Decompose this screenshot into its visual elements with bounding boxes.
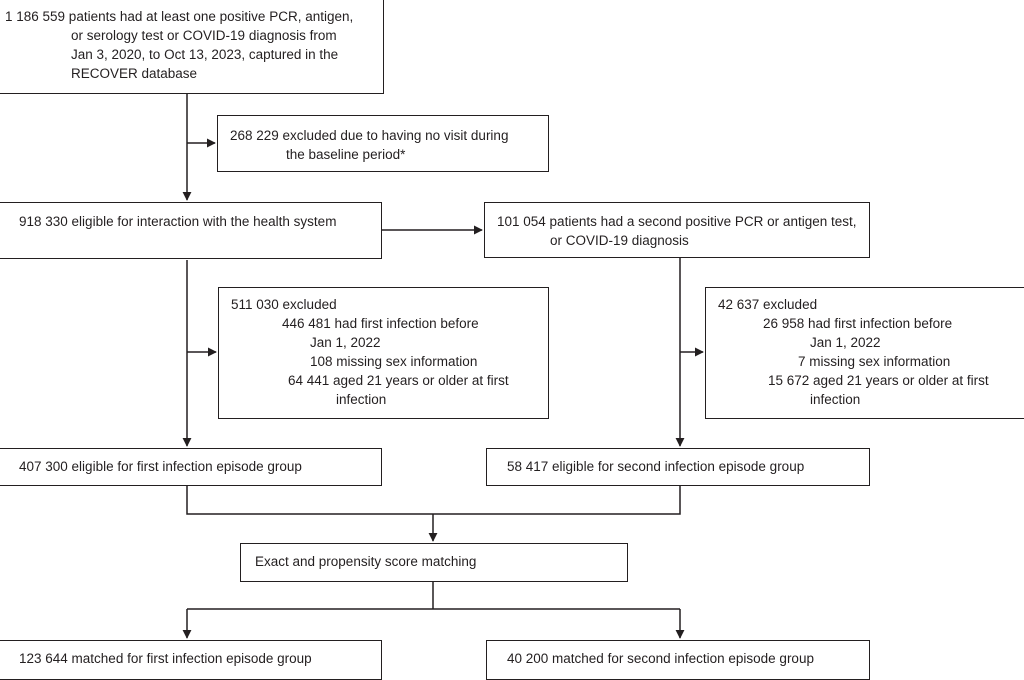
excluded-first-line-5: infection — [336, 392, 387, 407]
second-infection-line-1: 101 054 patients had a second positive P… — [497, 214, 857, 229]
excluded-first-line-2: Jan 1, 2022 — [310, 335, 381, 350]
eligible-health-system-line-1: 918 330 eligible for interaction with th… — [19, 214, 337, 229]
excluded-second-title: 42 637 excluded — [718, 297, 818, 312]
identified-patients-box — [0, 0, 384, 94]
excluded-second-line-4: 15 672 aged 21 years or older at first — [768, 373, 989, 388]
matched-first-line-1: 123 644 matched for first infection epis… — [19, 651, 312, 666]
excluded-first-box — [218, 287, 549, 419]
eligible-second-episode-line-1: 58 417 eligible for second infection epi… — [507, 459, 805, 474]
excluded-second-line-5: infection — [810, 392, 861, 407]
excluded-second-line-3: 7 missing sex information — [798, 354, 951, 369]
excluded-first-line-1: 446 481 had first infection before — [282, 316, 479, 331]
matched-second-line-1: 40 200 matched for second infection epis… — [507, 651, 814, 666]
eligible-first-episode-box — [0, 448, 382, 486]
excluded-second-box — [705, 287, 1024, 419]
merge-connector — [186, 486, 681, 515]
eligible-first-episode-line-1: 407 300 eligible for first infection epi… — [19, 459, 302, 474]
eligible-second-episode-box — [486, 448, 870, 486]
excluded-baseline-line-2: the baseline period* — [286, 147, 406, 162]
excluded-first-line-4: 64 441 aged 21 years or older at first — [288, 373, 509, 388]
second-infection-box — [484, 202, 870, 258]
second-infection-line-2: or COVID-19 diagnosis — [550, 233, 689, 248]
matched-first-box — [0, 640, 382, 680]
identified-line-3: Jan 3, 2020, to Oct 13, 2023, captured i… — [71, 47, 339, 62]
excluded-second-line-2: Jan 1, 2022 — [810, 335, 881, 350]
excluded-second-line-1: 26 958 had first infection before — [763, 316, 953, 331]
matching-box — [240, 543, 628, 582]
identified-line-1: 1 186 559 patients had at least one posi… — [5, 9, 354, 24]
excluded-first-title: 511 030 excluded — [231, 297, 337, 312]
identified-line-4: RECOVER database — [71, 66, 198, 81]
excluded-baseline-box — [217, 115, 549, 172]
excluded-first-line-3: 108 missing sex information — [310, 354, 478, 369]
matching-line-1: Exact and propensity score matching — [255, 554, 477, 569]
identified-line-2: or serology test or COVID-19 diagnosis f… — [71, 28, 337, 43]
eligible-health-system-box — [0, 202, 382, 259]
excluded-baseline-line-1: 268 229 excluded due to having no visit … — [230, 128, 509, 143]
